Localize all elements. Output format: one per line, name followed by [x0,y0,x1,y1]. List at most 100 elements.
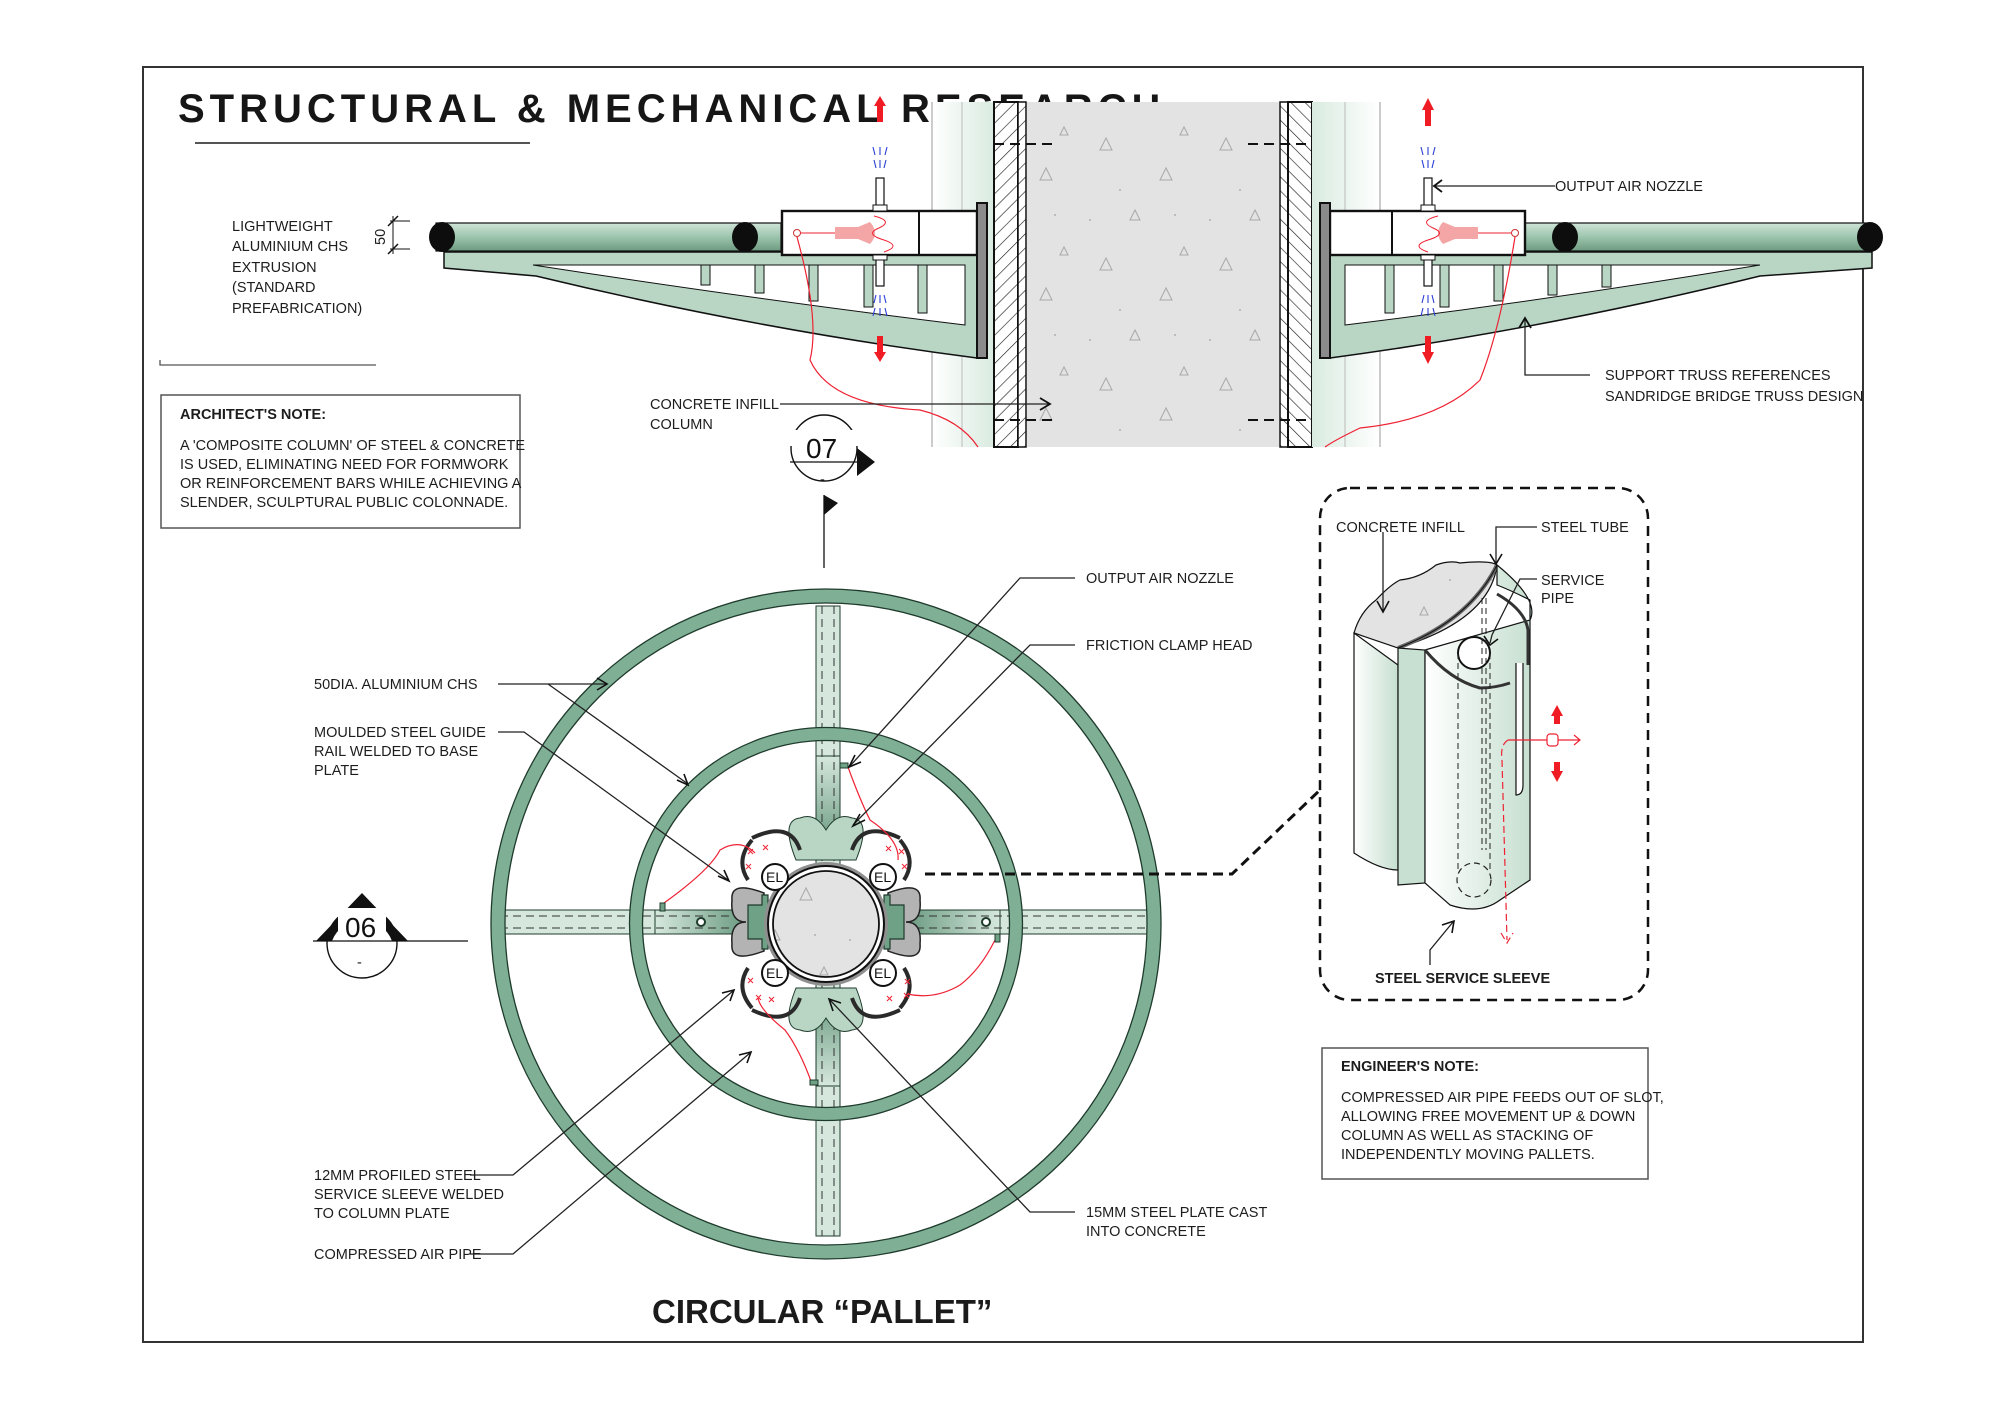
arrowhead-icon [1518,316,1532,329]
detail-callout-line [925,788,1322,876]
detail-label-concrete-infill: CONCRETE INFILL [1336,520,1465,536]
arrowhead-icon [596,677,609,691]
compressed-air-pipe-right [1324,236,1516,448]
left-cantilever-arm [429,96,988,448]
circular-pallet-plan: EL EL EL EL [490,588,1162,1260]
air-nozzle-icon [1546,733,1559,747]
svg-text:COMPRESSED AIR PIPE FEEDS OUT: COMPRESSED AIR PIPE FEEDS OUT OF SLOT, [1341,1090,1664,1106]
el-marker: EL [761,959,789,987]
label-output-air-nozzle-plan: OUTPUT AIR NOZZLE [1086,571,1234,587]
air-nozzle-bottom-left [875,257,885,287]
svg-text:EXTRUSION: EXTRUSION [232,260,317,276]
inner-ring [629,727,1023,1121]
label-steel-plate-line2: INTO CONCRETE [1086,1224,1206,1240]
arrowhead-icon [1432,179,1443,193]
detail-air-pipe [1500,739,1514,945]
detail-label-steel-tube: STEEL TUBE [1541,520,1629,536]
concrete-infill [1027,102,1279,447]
arrowhead-icon [1483,635,1499,647]
fixing-marks [745,844,911,1003]
svg-text:EL: EL [874,965,891,981]
down-arrow-icon [1422,336,1434,364]
svg-text:OR REINFORCEMENT BARS WHILE AC: OR REINFORCEMENT BARS WHILE ACHIEVING A [180,476,522,492]
chs-tube-right [1524,222,1869,252]
detail-label-steel-service-sleeve: STEEL SERVICE SLEEVE [1375,971,1550,987]
svg-text:A 'COMPOSITE COLUMN' OF STEEL: A 'COMPOSITE COLUMN' OF STEEL & CONCRETE [180,438,525,454]
compressed-air-pipe-left [796,236,979,448]
air-jet-top-right [1420,146,1436,169]
detail-3d-column [1353,561,1581,945]
label-service-sleeve-line3: TO COLUMN PLATE [314,1206,450,1222]
label-support-truss-line2: SANDRIDGE BRIDGE TRUSS DESIGN [1605,389,1863,405]
arrowhead-icon [1489,553,1503,566]
down-arrow-icon [1551,762,1563,782]
outer-ring [491,589,1161,1259]
concrete-column-core [772,870,880,978]
label-chs-extrusion: LIGHTWEIGHT ALUMINIUM CHS EXTRUSION (STA… [232,219,362,317]
svg-text:(STANDARD: (STANDARD [232,280,316,296]
label-output-air-nozzle-elevation: OUTPUT AIR NOZZLE [1555,179,1703,195]
svg-text:ALLOWING FREE MOVEMENT UP & DO: ALLOWING FREE MOVEMENT UP & DOWN [1341,1109,1635,1125]
section-tag-07: 07 - [785,414,875,568]
divider-line [159,360,376,366]
detail-label-service-pipe-line2: PIPE [1541,591,1574,607]
svg-text:SLENDER, SCULPTURAL PUBLIC COL: SLENDER, SCULPTURAL PUBLIC COLONNADE. [180,495,508,511]
arrowhead-icon [676,773,690,787]
svg-text:EL: EL [766,869,783,885]
dimension-value: 50 [373,229,389,245]
air-nozzle-bottom-right [1423,257,1433,287]
up-arrow-icon [1551,705,1563,724]
svg-text:COLUMN AS WELL AS STACKING OF: COLUMN AS WELL AS STACKING OF [1341,1128,1593,1144]
compressed-air-pipes [663,766,996,1085]
architects-note: ARCHITECT'S NOTE: A 'COMPOSITE COLUMN' O… [160,394,525,529]
dimension-50: 50 [373,215,410,255]
el-marker: EL [869,863,897,891]
label-50dia-chs: 50DIA. ALUMINIUM CHS [314,677,478,693]
column-elevation [931,101,1381,448]
engineers-note-heading: ENGINEER'S NOTE: [1341,1059,1479,1075]
section-tag-06-number: 06 [345,912,376,943]
svg-text:INDEPENDENTLY MOVING PALLETS.: INDEPENDENTLY MOVING PALLETS. [1341,1147,1595,1163]
svg-text:PREFABRICATION): PREFABRICATION) [232,301,362,317]
section-tag-06: 06 - [313,893,468,979]
label-service-sleeve-line1: 12MM PROFILED STEEL [314,1168,481,1184]
label-steel-plate-line1: 15MM STEEL PLATE CAST [1086,1205,1267,1221]
section-tag-06-sheet: - [357,955,362,971]
label-concrete-infill-column-line2: COLUMN [650,417,713,433]
air-jet-top-left [872,146,888,169]
label-support-truss-line1: SUPPORT TRUSS REFERENCES [1605,368,1831,384]
air-jet-bottom-left [872,294,888,317]
down-arrow-icon [874,336,886,362]
detail-concrete-infill [1353,561,1498,649]
arrowhead-icon [721,988,736,1002]
arrowhead-icon [1039,397,1052,411]
svg-text:ALUMINIUM CHS: ALUMINIUM CHS [232,239,348,255]
plan-title: CIRCULAR “PALLET” [652,1293,992,1330]
architects-note-heading: ARCHITECT'S NOTE: [180,407,326,423]
svg-text:IS USED, ELIMINATING NEED FOR: IS USED, ELIMINATING NEED FOR FORMWORK [180,457,509,473]
label-service-sleeve-line2: SERVICE SLEEVE WELDED [314,1187,504,1203]
up-arrow-icon [1422,98,1434,126]
arrowhead-icon [847,754,862,769]
label-guide-rail-line2: RAIL WELDED TO BASE [314,744,478,760]
label-guide-rail-line3: PLATE [314,763,359,779]
label-concrete-infill-column-line1: CONCRETE INFILL [650,397,779,413]
arrowhead-icon [1376,600,1390,614]
label-friction-clamp-head: FRICTION CLAMP HEAD [1086,638,1253,654]
arrowhead-icon [1441,919,1456,934]
detail-service-pipe [1457,636,1491,670]
steel-wall-right [1287,101,1313,448]
arrowhead-icon [827,997,842,1012]
section-tag-07-sheet: - [820,472,825,488]
detail-label-service-pipe-line1: SERVICE [1541,573,1605,589]
label-compressed-air-pipe: COMPRESSED AIR PIPE [314,1247,482,1263]
arrowhead-icon [717,869,731,883]
svg-text:EL: EL [766,965,783,981]
el-marker: EL [869,959,897,987]
engineers-note: ENGINEER'S NOTE: COMPRESSED AIR PIPE FEE… [1321,1047,1664,1180]
svg-text:EL: EL [874,869,891,885]
column-plate-left [976,202,988,359]
label-guide-rail-line1: MOULDED STEEL GUIDE [314,725,486,741]
column-plate-right [1319,202,1331,359]
